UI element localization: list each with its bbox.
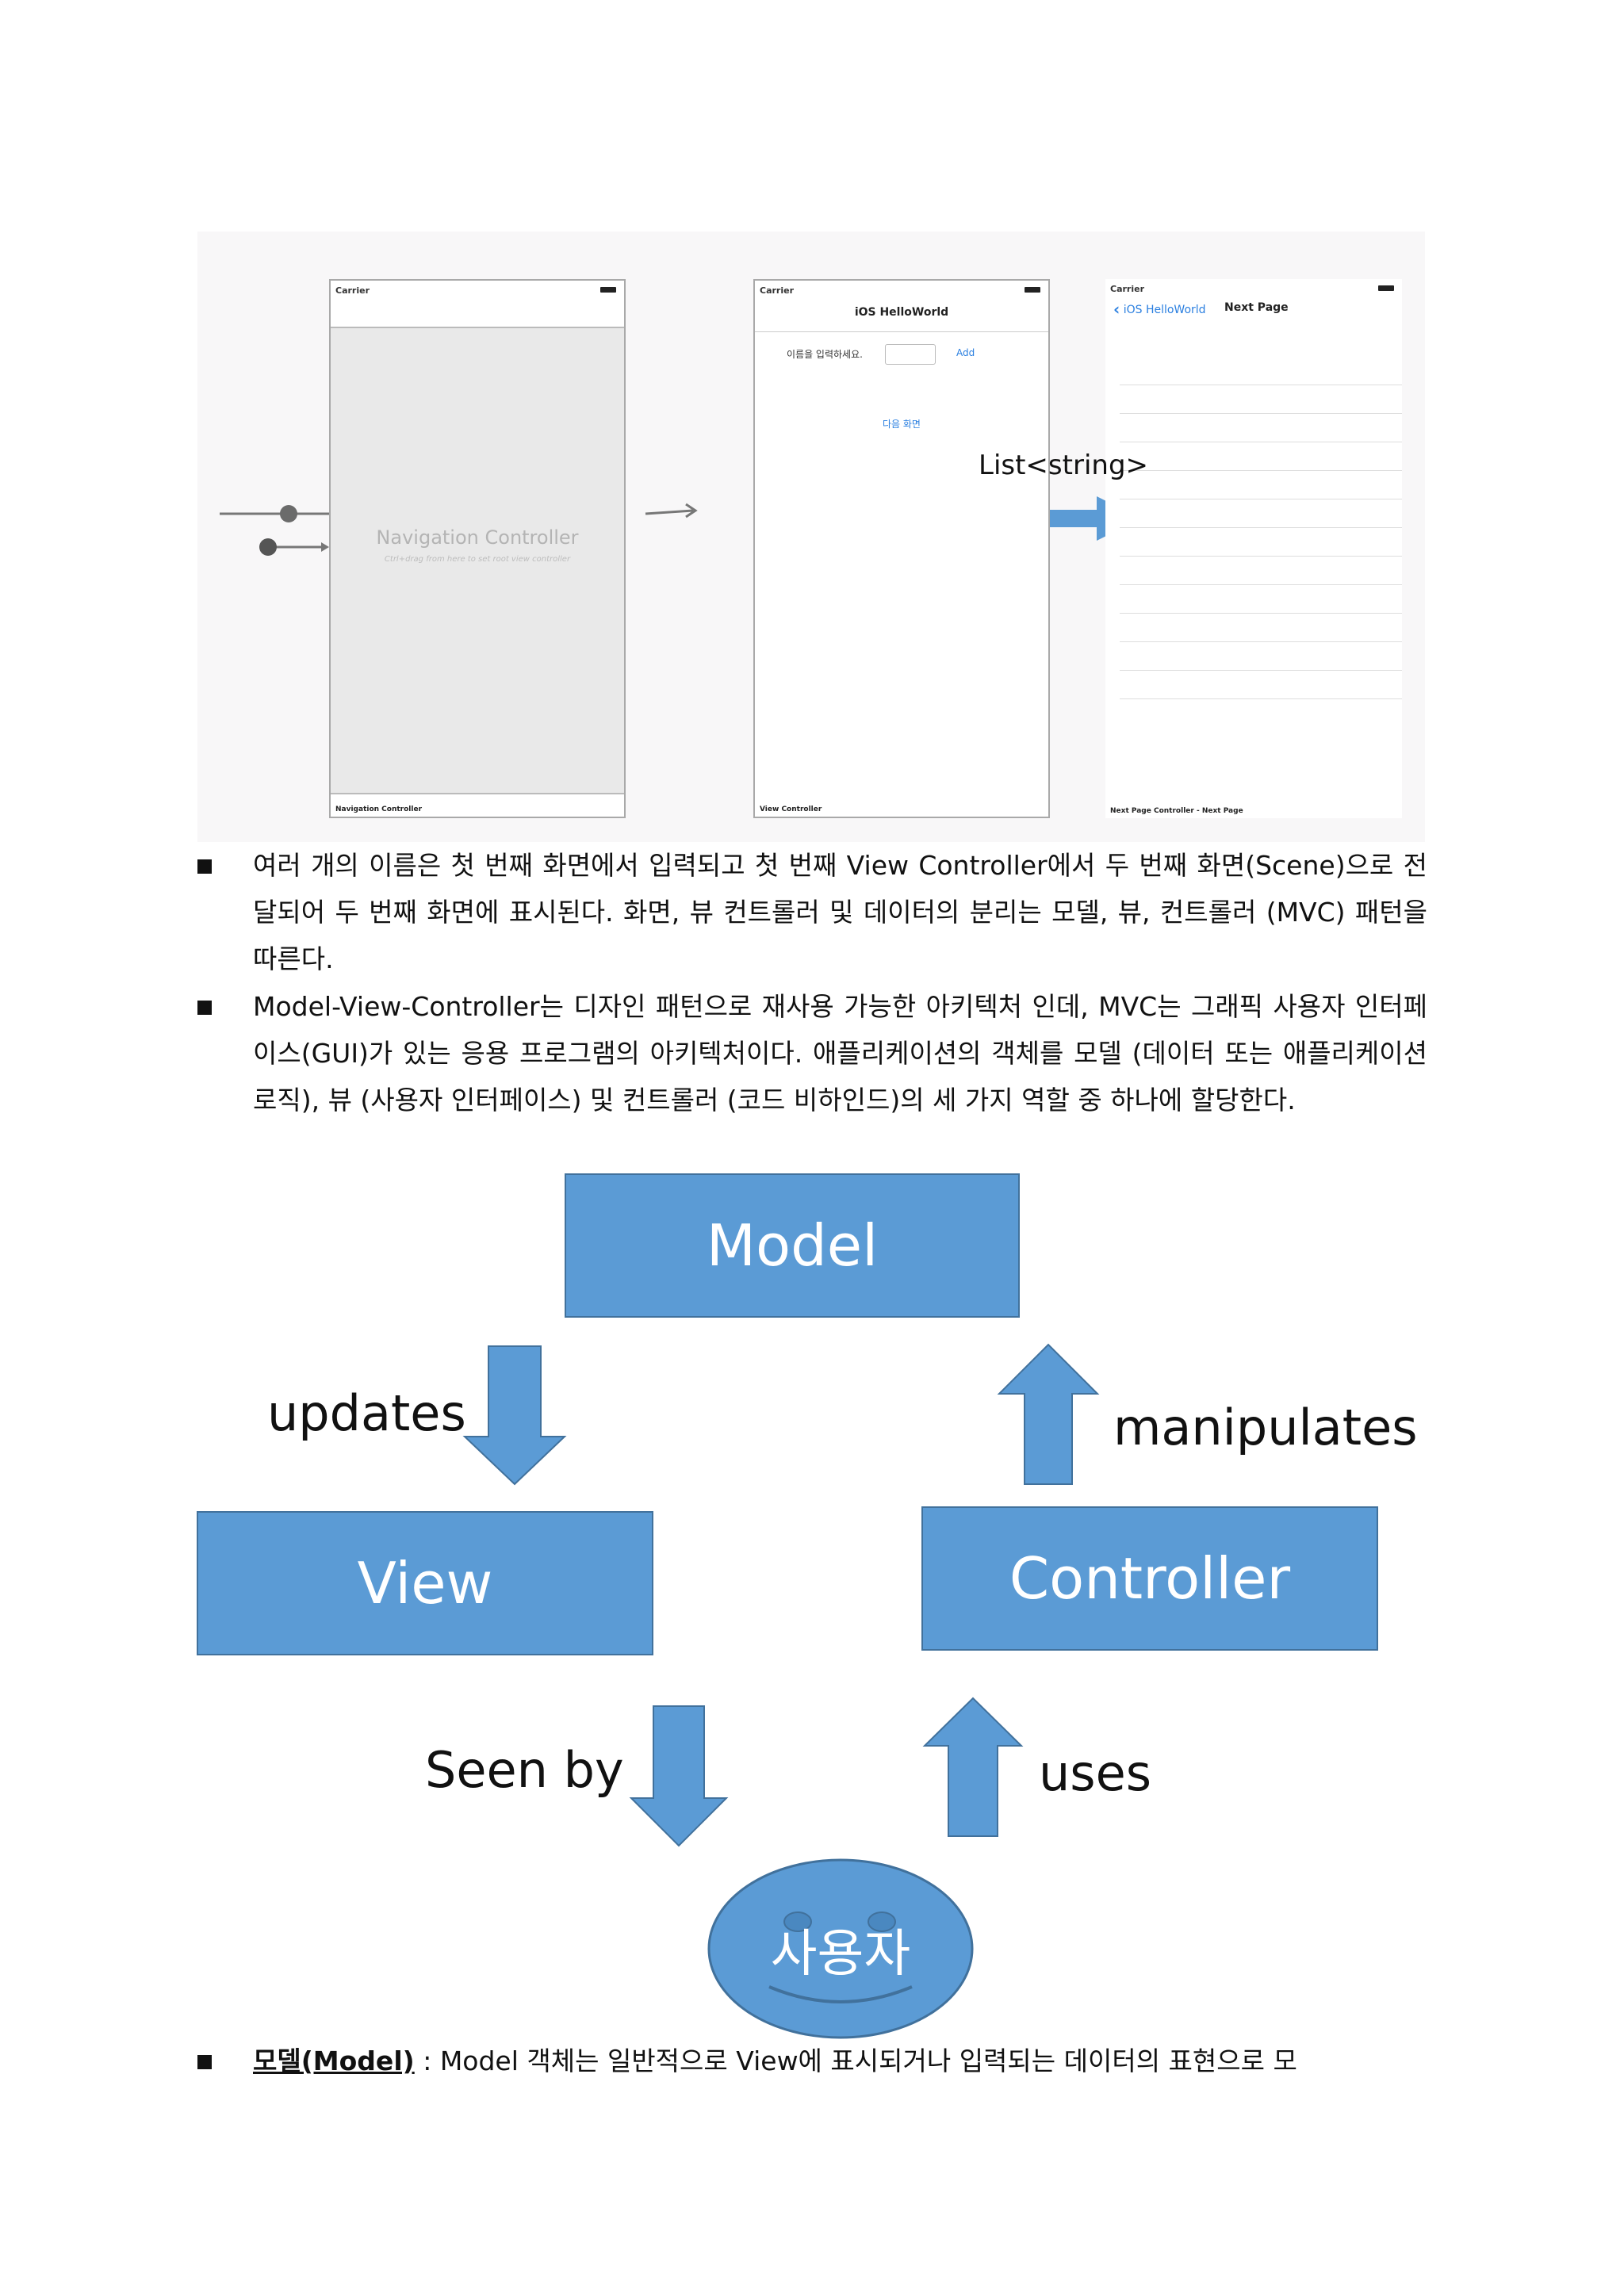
paragraph-text: 모델(Model) : Model 객체는 일반적으로 View에 표시되거나 … (253, 2038, 1427, 2084)
table-row[interactable] (1120, 471, 1402, 499)
seen-by-label: Seen by (425, 1741, 624, 1799)
eye-icon (783, 1911, 812, 1932)
uses-label: uses (1039, 1744, 1152, 1802)
model-term: 모델(Model) (253, 2045, 415, 2076)
table-row[interactable] (1120, 557, 1402, 585)
table-row[interactable] (1120, 528, 1402, 557)
table-row[interactable] (1120, 442, 1402, 471)
nav-bar-divider (755, 331, 1048, 332)
segue-point-icon (259, 538, 277, 556)
chevron-left-icon: ‹ (1113, 300, 1120, 319)
entry-point-icon (280, 505, 297, 522)
back-button-label: iOS HelloWorld (1123, 304, 1206, 316)
manipulates-arrow (997, 1343, 1100, 1485)
paragraph-text: Model-View-Controller는 디자인 패턴으로 재사용 가능한 … (253, 991, 1427, 1115)
manipulates-label: manipulates (1113, 1399, 1418, 1456)
data-transfer-arrow (986, 496, 1141, 541)
uses-arrow (922, 1697, 1024, 1837)
storyboard-figure: Carrier Navigation Controller Ctrl+drag … (197, 232, 1425, 842)
carrier-label: Carrier (760, 285, 795, 296)
seen-by-arrow (629, 1705, 729, 1847)
storyboard-connectors (220, 496, 1141, 556)
scene-label: Next Page Controller - Next Page (1110, 807, 1243, 815)
bullet-paragraph: 여러 개의 이름은 첫 번째 화면에서 입력되고 첫 번째 View Contr… (197, 842, 1427, 982)
table-row[interactable] (1120, 642, 1402, 671)
battery-icon (1378, 285, 1394, 291)
view-box: View (197, 1511, 653, 1655)
carrier-label: Carrier (335, 285, 370, 296)
navigation-controller-hint: Ctrl+drag from here to set root view con… (384, 555, 571, 564)
next-screen-button[interactable]: 다음 화면 (883, 419, 921, 430)
model-box: Model (565, 1173, 1020, 1318)
back-button[interactable]: ‹ iOS HelloWorld (1113, 300, 1206, 319)
bullet-square-icon (197, 859, 212, 874)
name-input[interactable] (885, 344, 936, 365)
navigation-controller-title: Navigation Controller (376, 526, 579, 549)
bullet-paragraph: Model-View-Controller는 디자인 패턴으로 재사용 가능한 … (197, 983, 1427, 1123)
next-page-scene: Carrier ‹ iOS HelloWorld Next Page Next … (1105, 279, 1402, 818)
scene-label: View Controller (760, 806, 822, 813)
user-face-icon (707, 1858, 974, 2039)
table-row[interactable] (1120, 357, 1402, 385)
status-bar: Carrier (331, 281, 624, 312)
nav-bar-title: Next Page (1224, 301, 1289, 314)
transfer-type-label: List<string> (979, 450, 1149, 481)
smile-icon (768, 1985, 913, 2003)
relationship-arrow (645, 509, 694, 515)
navigation-controller-scene: Carrier Navigation Controller Ctrl+drag … (329, 279, 626, 818)
table-row[interactable] (1120, 671, 1402, 699)
table-view[interactable] (1120, 357, 1402, 699)
battery-icon (600, 287, 616, 293)
navigation-placeholder (331, 327, 624, 794)
table-row[interactable] (1120, 585, 1402, 614)
bullet-square-icon (197, 2055, 212, 2069)
table-row[interactable] (1120, 385, 1402, 414)
updates-arrow (462, 1345, 567, 1486)
scene-label: Navigation Controller (335, 806, 423, 813)
user-label: 사용자 (770, 1925, 911, 1984)
view-controller-scene: Carrier iOS HelloWorld 이름을 입력하세요. Add 다음… (753, 279, 1050, 818)
model-description: : Model 객체는 일반적으로 View에 표시되거나 입력되는 데이터의 … (414, 2045, 1297, 2076)
bullet-paragraph: 모델(Model) : Model 객체는 일반적으로 View에 표시되거나 … (197, 2038, 1427, 2084)
eye-icon (868, 1911, 896, 1932)
bullet-square-icon (197, 1001, 212, 1015)
controller-box: Controller (921, 1506, 1378, 1651)
add-button[interactable]: Add (956, 347, 975, 358)
nav-bar-title: iOS HelloWorld (854, 306, 949, 319)
status-bar: Carrier (1105, 279, 1402, 311)
carrier-label: Carrier (1110, 284, 1145, 294)
updates-label: updates (267, 1384, 466, 1442)
table-row[interactable] (1120, 614, 1402, 642)
table-row[interactable] (1120, 414, 1402, 442)
battery-icon (1025, 287, 1040, 293)
name-prompt-label: 이름을 입력하세요. (787, 349, 863, 360)
table-row[interactable] (1120, 499, 1402, 528)
paragraph-text: 여러 개의 이름은 첫 번째 화면에서 입력되고 첫 번째 View Contr… (253, 850, 1427, 974)
status-bar: Carrier (755, 281, 1048, 312)
